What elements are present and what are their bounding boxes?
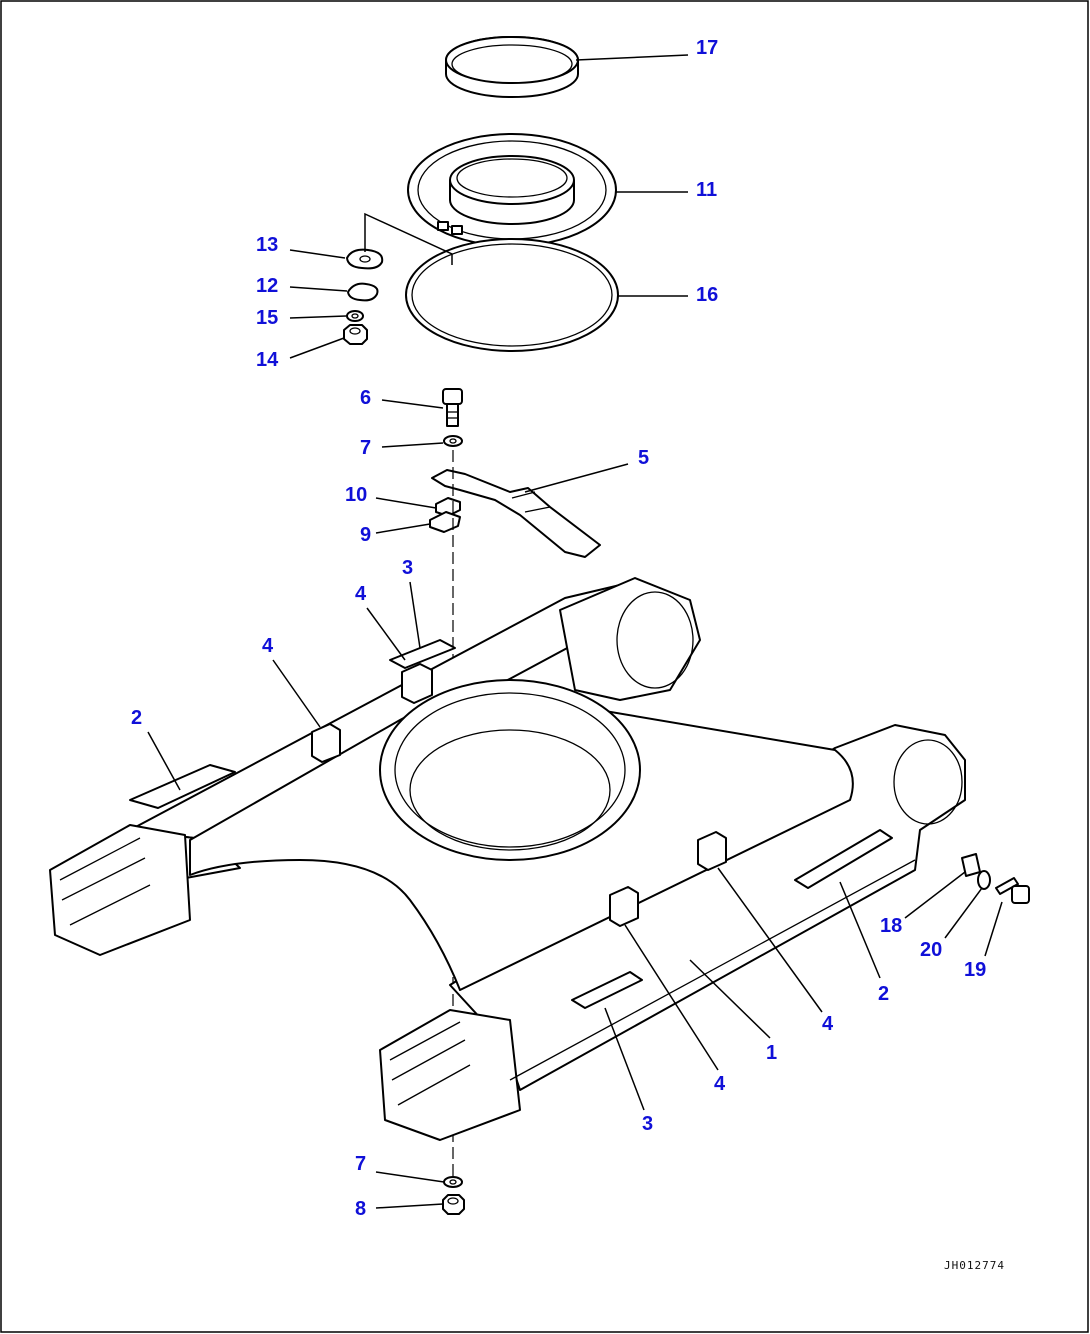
part-7-washer-bottom — [443, 1176, 463, 1188]
part-4-block-a — [401, 663, 433, 704]
callout-19: 19 — [964, 959, 986, 981]
callout-labels: 17 11 16 13 12 15 14 6 7 5 10 9 3 4 4 2 … — [131, 37, 986, 1220]
callout-13: 13 — [256, 234, 278, 256]
part-17-ring — [445, 36, 579, 98]
part-7-washer-top — [443, 435, 463, 447]
part-11-plate — [407, 133, 617, 247]
part-4-block-c — [697, 831, 727, 871]
callout-4-right: 4 — [822, 1013, 834, 1035]
callout-6: 6 — [360, 387, 371, 409]
callout-15: 15 — [256, 307, 278, 329]
callout-9: 9 — [360, 524, 371, 546]
part-19-bolt — [995, 877, 1030, 904]
part-3-guard-lower — [571, 971, 643, 1009]
callout-7-top: 7 — [360, 437, 371, 459]
part-16-seal-ring — [405, 238, 619, 352]
part-13-plate — [346, 248, 384, 270]
part-12-shim — [347, 282, 379, 302]
callout-4-upper: 4 — [355, 583, 367, 605]
callout-18: 18 — [880, 915, 902, 937]
part-14-nut — [343, 324, 368, 345]
callout-4-lower: 4 — [714, 1073, 726, 1095]
part-3-guard-upper — [389, 639, 456, 669]
callout-12: 12 — [256, 275, 278, 297]
callout-2-left: 2 — [131, 707, 142, 729]
callout-8: 8 — [355, 1198, 366, 1220]
callout-11: 11 — [696, 179, 717, 201]
callout-4-left: 4 — [262, 635, 274, 657]
drawing-code: JH012774 — [944, 1259, 1005, 1272]
part-4-block-b — [311, 723, 341, 763]
callout-7-bottom: 7 — [355, 1153, 366, 1175]
callout-14: 14 — [256, 349, 279, 371]
leader-lines — [147, 54, 1003, 1209]
part-6-bolt — [442, 388, 463, 427]
callout-3-upper: 3 — [402, 557, 413, 579]
part-2-guard-right — [794, 829, 893, 889]
part-8-nut — [442, 1194, 465, 1215]
callout-1: 1 — [766, 1042, 777, 1064]
assembly-line-13 — [364, 212, 453, 265]
part-5-bracket — [431, 469, 601, 558]
callout-20: 20 — [920, 939, 942, 961]
callout-5: 5 — [638, 447, 649, 469]
part-1-track-frame — [49, 577, 966, 1141]
part-15-washer — [346, 310, 364, 322]
part-9-spacer — [429, 511, 461, 533]
part-4-block-d — [609, 886, 639, 927]
part-10-spacer — [435, 497, 461, 517]
part-2-guard-left — [129, 764, 236, 809]
callout-3-lower: 3 — [642, 1113, 653, 1135]
callout-2-right: 2 — [878, 983, 889, 1005]
callout-10: 10 — [345, 484, 367, 506]
callout-16: 16 — [696, 284, 718, 306]
part-20-washer — [977, 870, 991, 890]
callout-17: 17 — [696, 37, 718, 59]
